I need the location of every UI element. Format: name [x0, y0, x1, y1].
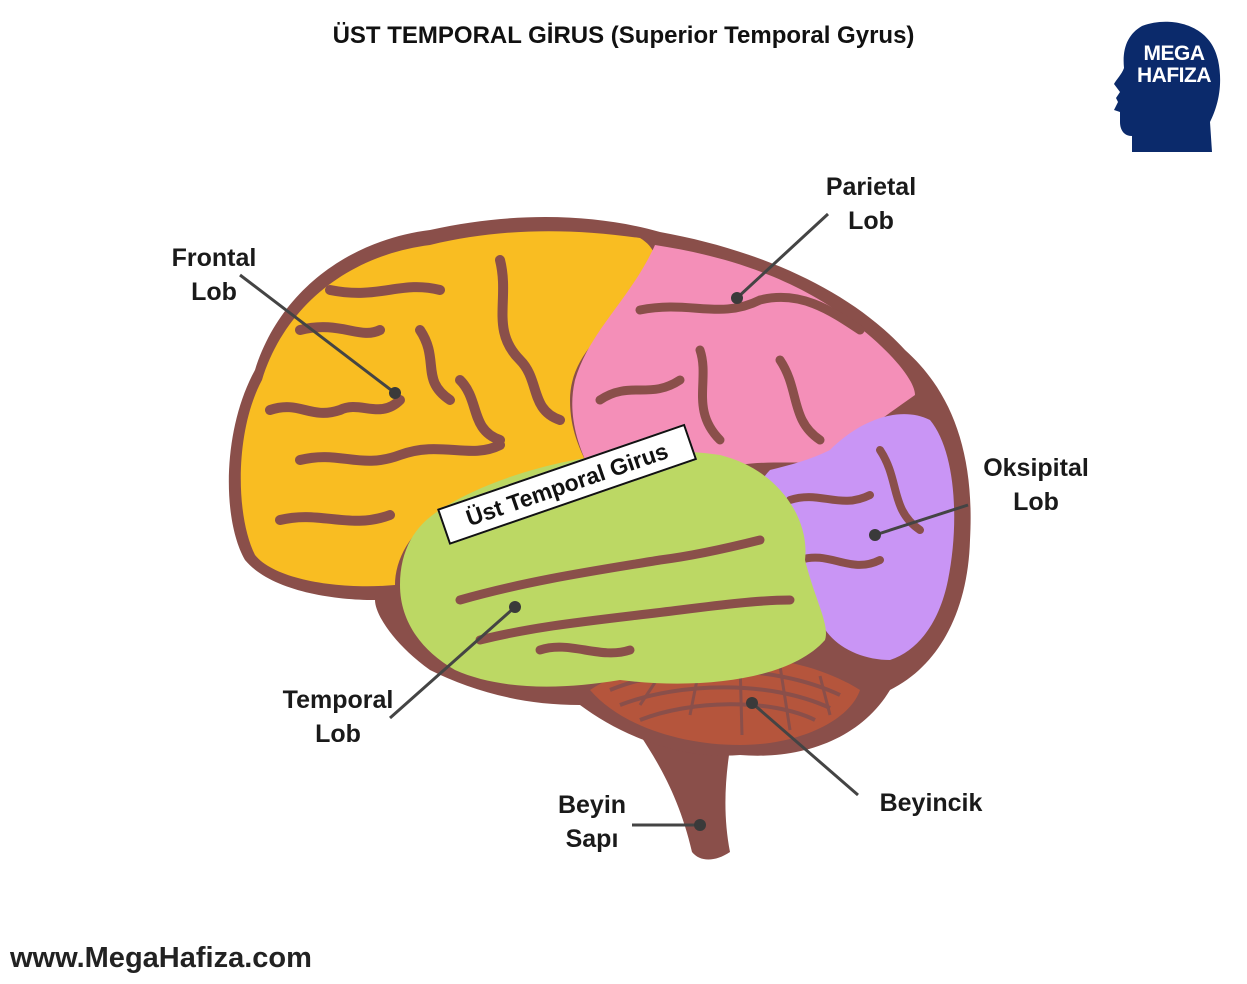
- frontal-lobe-label: Frontal Lob: [160, 241, 268, 309]
- occipital-label-line2: Lob: [1013, 488, 1059, 516]
- parietal-leader: [735, 212, 830, 300]
- frontal-leader: [239, 273, 396, 395]
- temporal-gyri: [455, 535, 795, 658]
- parietal-lobe-label: Parietal Lob: [812, 170, 930, 238]
- frontal-gyri: [265, 255, 565, 526]
- cerebellum-dot: [746, 697, 758, 709]
- temporal-leader: [389, 605, 516, 720]
- brainstem-dot: [694, 819, 706, 831]
- leader-lines: [239, 212, 969, 827]
- temporal-label-line2: Lob: [315, 720, 361, 748]
- parietal-label-line2: Lob: [848, 207, 894, 235]
- cerebellum-label: Beyincik: [879, 789, 983, 817]
- parietal-gyri: [595, 292, 865, 445]
- brainstem-label-line1: Beyin: [557, 791, 627, 819]
- cerebellum-leader: [751, 701, 859, 797]
- parietal-dot: [731, 292, 743, 304]
- frontal-label-line1: Frontal: [171, 244, 257, 272]
- parietal-label-line1: Parietal: [825, 173, 917, 201]
- frontal-dot: [389, 387, 401, 399]
- page-title: ÜST TEMPORAL GİRUS (Superior Temporal Gy…: [332, 22, 915, 49]
- logo-text-hafiza: HAFIZA: [1137, 64, 1212, 87]
- temporal-lobe-label: Temporal Lob: [272, 683, 404, 751]
- parietal-lobe: [572, 245, 915, 470]
- temporal-dot: [509, 601, 521, 613]
- occipital-lobe-label: Oksipital Lob: [970, 451, 1102, 519]
- mega-hafiza-logo: [1114, 21, 1221, 153]
- frontal-label-line2: Lob: [191, 278, 237, 306]
- logo-text-mega: MEGA: [1143, 42, 1206, 65]
- temporal-label-line1: Temporal: [282, 686, 394, 714]
- website-url: www.MegaHafiza.com: [10, 942, 312, 974]
- frontal-lobe: [240, 231, 657, 587]
- leader-dots: [389, 292, 881, 831]
- brainstem-label-line2: Sapı: [565, 825, 619, 853]
- brainstem-label: Beyin Sapı: [548, 788, 636, 856]
- occipital-leader: [874, 503, 969, 537]
- occipital-dot: [869, 529, 881, 541]
- head-silhouette-icon: [1114, 21, 1221, 153]
- occipital-label-line1: Oksipital: [983, 454, 1089, 482]
